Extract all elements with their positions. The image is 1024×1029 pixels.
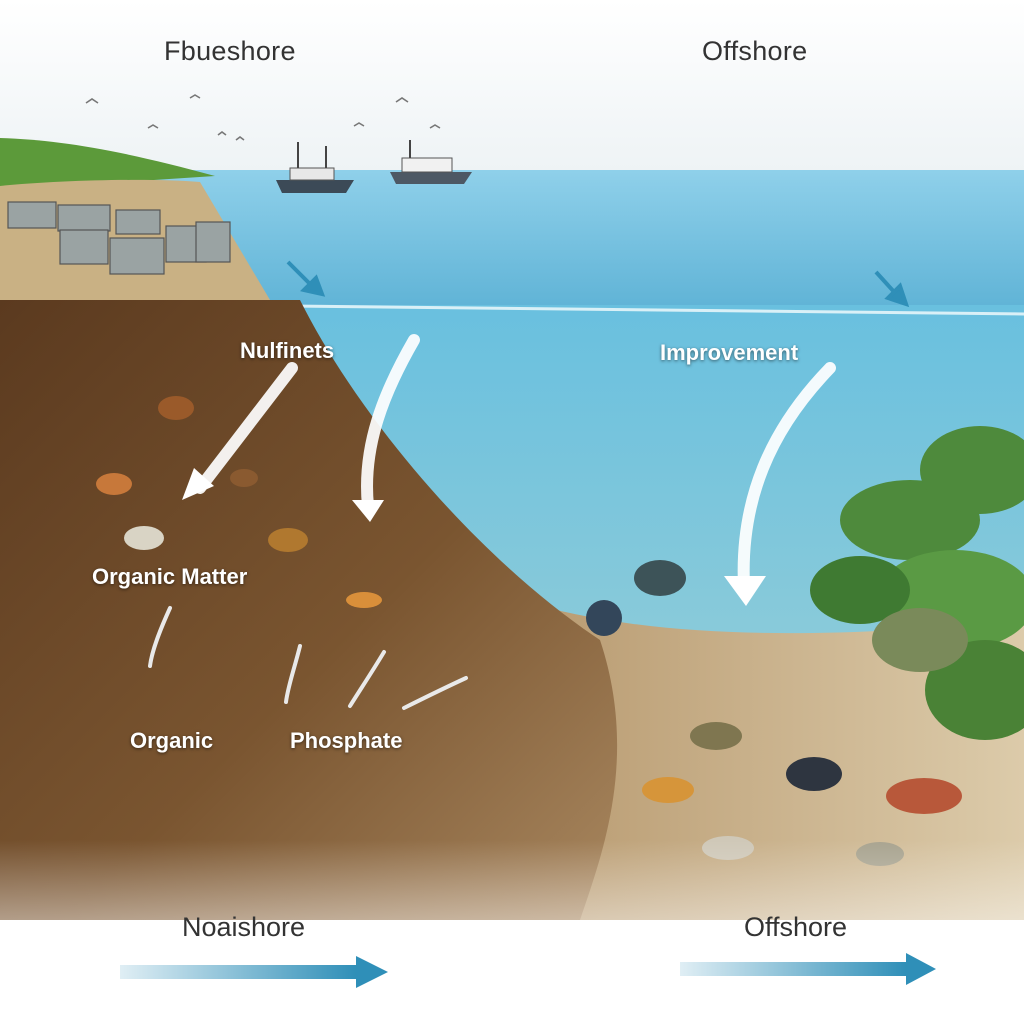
aquaculture-cages [7,201,231,275]
heading-left-bottom: Noaishore [182,912,306,942]
label-improvement: Improvement [660,340,799,365]
boat-right [390,140,472,184]
label-phosphate: Phosphate [290,728,403,753]
flow-arrowheads [182,468,766,606]
bottom-fade [0,840,1024,1024]
waterline [289,304,1024,316]
label-organic-matter: Organic Matter [92,564,248,589]
heading-right-bottom: Offshore [744,912,848,942]
surface-current-arrows [286,260,910,308]
sky [0,0,1024,172]
shrimp [148,606,468,710]
grassy-headland [0,138,215,190]
direction-arrows [120,953,936,988]
label-organic: Organic [130,728,214,753]
birds [85,94,441,141]
boat-left [276,142,354,193]
seaweed-bed [810,426,1024,740]
heading-right-top: Offshore [702,36,808,66]
nutrient-flow-arrows [194,334,836,592]
label-nutrients: Nulfinets [240,338,335,363]
nearshore-sediment [0,300,618,920]
heading-left-top: Fbueshore [164,36,296,66]
